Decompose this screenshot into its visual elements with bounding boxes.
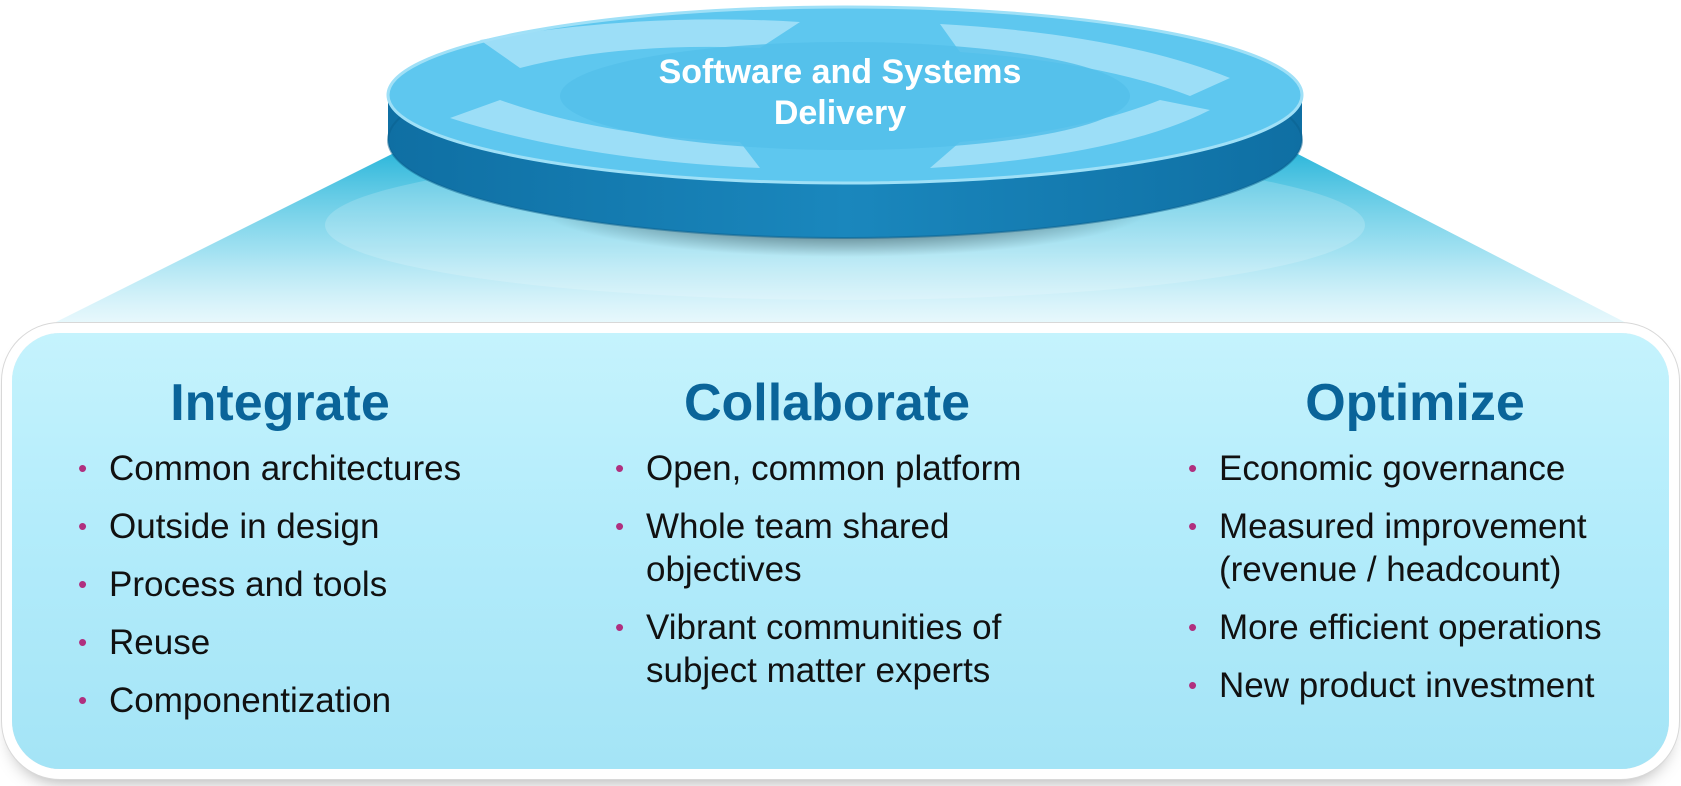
- list-item: • More efficient operations: [1185, 606, 1655, 649]
- bullet-icon: •: [78, 627, 88, 657]
- column-optimize: Optimize • Economic governance • Measured …: [1185, 333, 1655, 722]
- list-item-text: Componentization: [109, 681, 392, 720]
- bullet-icon: •: [615, 612, 625, 642]
- list-item-text: Reuse: [109, 623, 211, 662]
- bullet-icon: •: [615, 511, 625, 541]
- list-item-text: New product investment: [1219, 666, 1595, 705]
- list-item: • Outside in design: [75, 505, 515, 548]
- list-item: • Economic governance: [1185, 447, 1655, 490]
- disc-top-rim: [386, 5, 1304, 185]
- list-item-text: Whole team shared objectives: [646, 507, 950, 589]
- column-heading: Collaborate: [683, 374, 971, 432]
- list-item-text: Outside in design: [109, 507, 380, 546]
- disc-arrow-segment: [940, 24, 1230, 96]
- bullet-icon: •: [1188, 511, 1198, 541]
- list-item-text: Common architectures: [109, 449, 462, 488]
- list-item: • Vibrant communities of subject matter e…: [612, 606, 1066, 692]
- list-item: • Common architectures: [75, 447, 515, 490]
- list-item-text: More efficient operations: [1219, 608, 1602, 647]
- list-item: • Open, common platform: [612, 447, 1082, 490]
- bullet-icon: •: [78, 511, 88, 541]
- list-item-text: Process and tools: [109, 565, 388, 604]
- info-panel: Integrate • Common architectures • Outside…: [12, 333, 1669, 769]
- list-item: • Reuse: [75, 621, 515, 664]
- disc-title: Software and Systems Delivery: [600, 52, 1080, 134]
- list-item-text: Economic governance: [1219, 449, 1566, 488]
- disc-title-line-2: Delivery: [773, 94, 907, 132]
- list-item: • Componentization: [75, 679, 515, 722]
- bullet-icon: •: [1188, 612, 1198, 642]
- column-integrate: Integrate • Common architectures • Outside…: [75, 333, 515, 737]
- list-item: • Process and tools: [75, 563, 515, 606]
- list-item-text: Measured improvement (revenue / headcoun…: [1219, 507, 1587, 589]
- disc-arrow-segment: [480, 19, 800, 68]
- bullet-icon: •: [78, 569, 88, 599]
- bullet-icon: •: [615, 453, 625, 483]
- list-item-text: Vibrant communities of subject matter ex…: [646, 608, 1002, 690]
- disc-arrow-segment: [930, 100, 1210, 168]
- bullet-icon: •: [78, 453, 88, 483]
- disc-title-line-1: Software and Systems: [658, 53, 1022, 91]
- column-heading: Integrate: [170, 374, 390, 432]
- column-heading: Optimize: [1305, 374, 1525, 432]
- disc-inner-ring: [560, 42, 1130, 150]
- item-list: • Common architectures • Outside in design…: [75, 447, 515, 722]
- item-list: • Economic governance • Measured improveme…: [1185, 447, 1655, 707]
- item-list: • Open, common platform • Whole team share…: [612, 447, 1082, 692]
- disc-arrow-segment: [450, 100, 760, 168]
- bullet-icon: •: [78, 685, 88, 715]
- list-item: • New product investment: [1185, 664, 1655, 707]
- list-item: • Whole team shared objectives: [612, 505, 976, 591]
- column-collaborate: Collaborate • Open, common platform • Whol…: [612, 333, 1082, 707]
- list-item: • Measured improvement (revenue / headcou…: [1185, 505, 1619, 591]
- list-item-text: Open, common platform: [646, 449, 1022, 488]
- bullet-icon: •: [1188, 453, 1198, 483]
- bullet-icon: •: [1188, 670, 1198, 700]
